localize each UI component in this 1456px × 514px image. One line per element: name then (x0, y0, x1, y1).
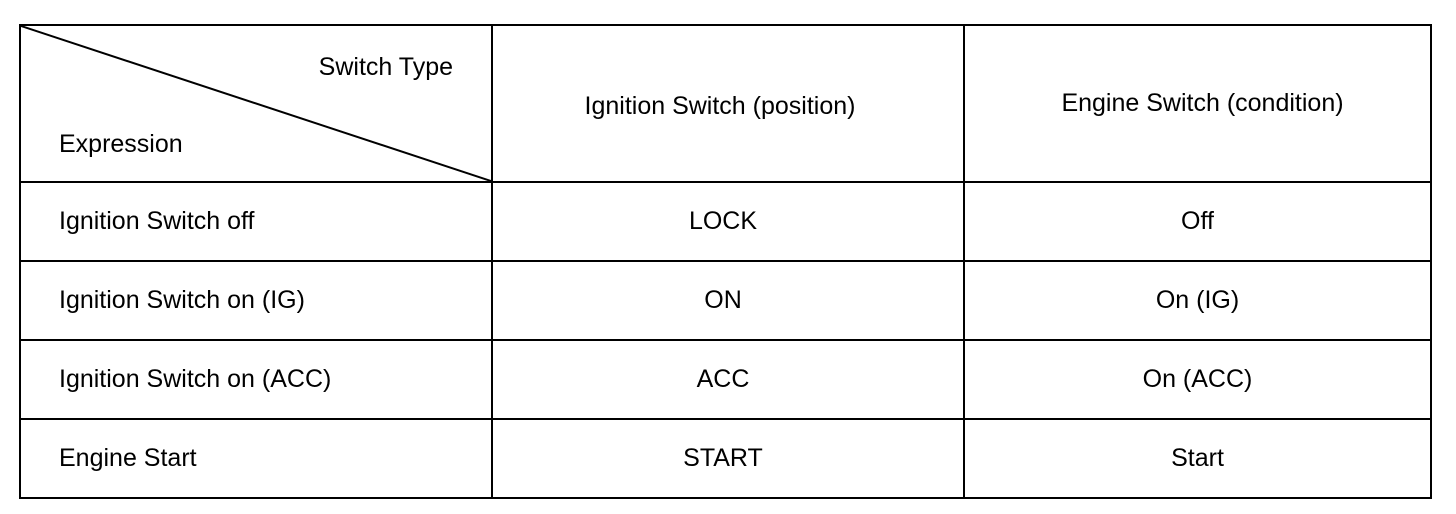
ignition-position-cell: ON (491, 260, 965, 341)
expression-cell: Ignition Switch on (ACC) (19, 339, 493, 420)
engine-condition-cell: On (IG) (963, 260, 1432, 341)
engine-condition-cell: On (ACC) (963, 339, 1432, 420)
ignition-position-cell: LOCK (491, 181, 965, 262)
switch-expression-table: Switch Type Expression Ignition Switch (… (19, 24, 1432, 499)
switch-type-label: Switch Type (318, 53, 453, 81)
table-row: Ignition Switch on (ACC) ACC On (ACC) (19, 339, 1432, 420)
table-row: Ignition Switch off LOCK Off (19, 181, 1432, 262)
expression-cell: Ignition Switch on (IG) (19, 260, 493, 341)
ignition-position-cell: START (491, 418, 965, 499)
table-row: Ignition Switch on (IG) ON On (IG) (19, 260, 1432, 341)
header-engine-switch: Engine Switch (condition) (963, 24, 1432, 183)
table-row: Engine Start START Start (19, 418, 1432, 499)
corner-header-cell: Switch Type Expression (19, 24, 493, 183)
header-ignition-switch: Ignition Switch (position) (491, 24, 965, 183)
expression-cell: Ignition Switch off (19, 181, 493, 262)
ignition-position-cell: ACC (491, 339, 965, 420)
expression-cell: Engine Start (19, 418, 493, 499)
engine-condition-cell: Start (963, 418, 1432, 499)
expression-label: Expression (59, 130, 183, 158)
engine-condition-cell: Off (963, 181, 1432, 262)
diagonal-divider (21, 26, 491, 181)
header-row: Switch Type Expression Ignition Switch (… (19, 24, 1432, 183)
